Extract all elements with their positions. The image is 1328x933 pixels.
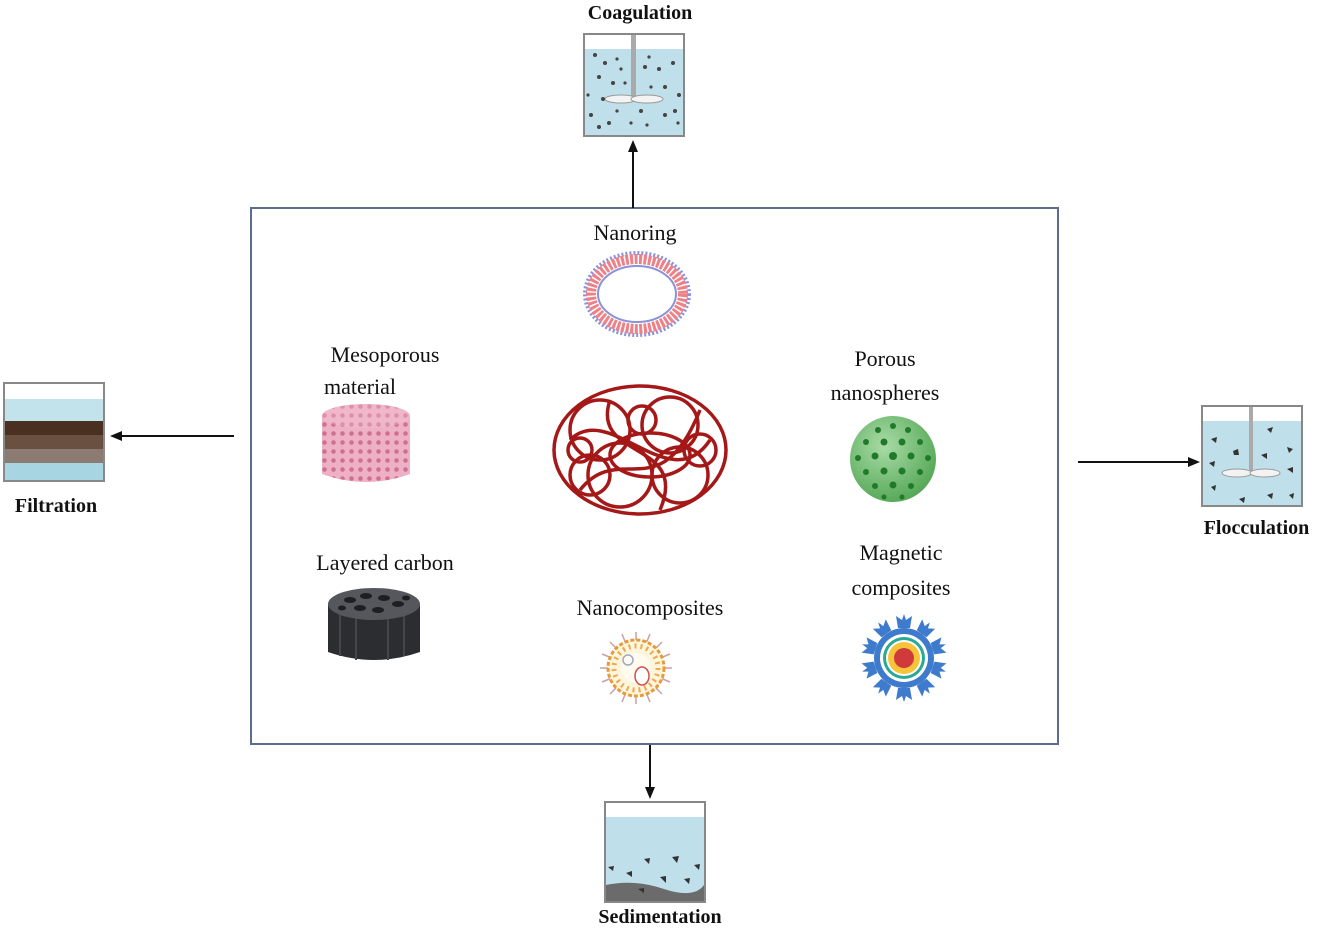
coagulation-tank-icon bbox=[583, 33, 685, 137]
mesoporous-label-line2: material bbox=[323, 374, 397, 399]
filtration-column-icon bbox=[3, 382, 105, 482]
porous-label-line2: nanospheres bbox=[830, 380, 940, 405]
magnetic-label-line2: composites bbox=[851, 575, 951, 600]
nanoring-icon bbox=[582, 250, 692, 338]
arrow-to-filtration bbox=[110, 429, 234, 443]
filtration-label: Filtration bbox=[14, 495, 98, 517]
magnetic-label-line1: Magnetic bbox=[859, 540, 943, 565]
polymer-network-icon bbox=[550, 380, 730, 520]
nanocomposites-label: Nanocomposites bbox=[576, 595, 724, 620]
arrow-to-flocculation bbox=[1078, 455, 1200, 469]
porous-label-line1: Porous bbox=[854, 346, 916, 371]
mesoporous-label-line1: Mesoporous bbox=[330, 342, 440, 367]
sedimentation-label: Sedimentation bbox=[598, 906, 722, 928]
flocculation-tank-icon bbox=[1201, 405, 1303, 507]
layered-carbon-label: Layered carbon bbox=[316, 550, 454, 575]
nanomaterials-box bbox=[250, 207, 1059, 745]
coagulation-label: Coagulation bbox=[587, 2, 693, 24]
sedimentation-tank-icon bbox=[604, 801, 706, 903]
flocculation-label: Flocculation bbox=[1203, 517, 1310, 539]
magnetic-composite-icon bbox=[858, 614, 950, 702]
nanocomposite-icon bbox=[600, 632, 672, 704]
mesoporous-cylinder-icon bbox=[320, 402, 412, 486]
nanoring-label: Nanoring bbox=[593, 220, 677, 245]
porous-nanosphere-icon bbox=[848, 414, 938, 504]
arrow-to-coagulation bbox=[626, 140, 640, 208]
arrow-to-sedimentation bbox=[643, 745, 657, 799]
layered-carbon-icon bbox=[326, 586, 422, 664]
